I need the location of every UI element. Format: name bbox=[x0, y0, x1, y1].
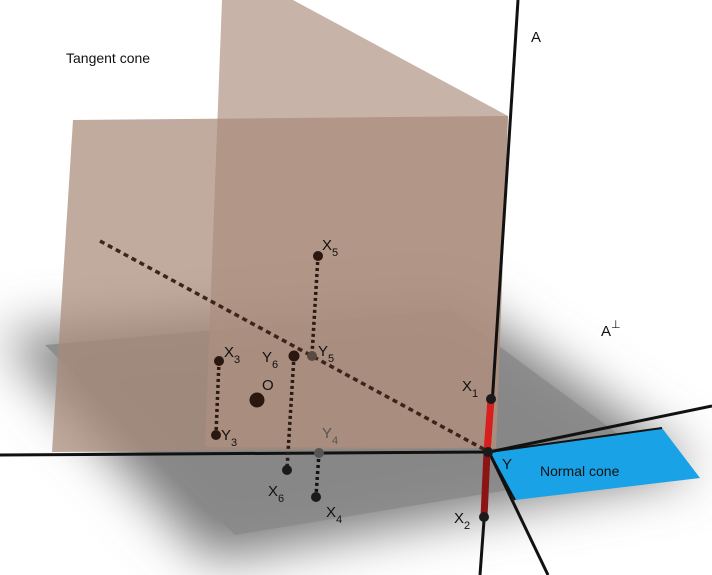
label-x6-base: X bbox=[268, 483, 278, 500]
label-y6-sub: 6 bbox=[272, 359, 278, 371]
label-x5-base: X bbox=[322, 237, 332, 254]
label-x6: X6 bbox=[268, 483, 284, 505]
label-y3: Y3 bbox=[221, 427, 237, 449]
label-x2-sub: 2 bbox=[464, 520, 470, 532]
label-x4-sub: 4 bbox=[336, 514, 342, 526]
complement-sup: ⊥ bbox=[611, 319, 621, 331]
normal-cone-label: Normal cone bbox=[540, 463, 620, 479]
segment-x1-y bbox=[483, 398, 495, 453]
origin-label: O bbox=[262, 377, 274, 394]
label-y4-sub: 4 bbox=[332, 435, 338, 447]
label-y3-sub: 3 bbox=[231, 437, 237, 449]
label-y3-base: Y bbox=[221, 427, 231, 444]
apex-y-label: Y bbox=[502, 456, 512, 473]
label-y5: Y5 bbox=[318, 343, 334, 365]
label-y5-base: Y bbox=[318, 343, 328, 360]
cone-edge-lower bbox=[488, 451, 516, 501]
label-x3: X3 bbox=[224, 344, 240, 366]
label-x2: X2 bbox=[454, 510, 470, 532]
tangent-cone-label: Tangent cone bbox=[66, 50, 150, 66]
line-a-label: A bbox=[531, 29, 541, 46]
point-x6 bbox=[282, 465, 292, 475]
label-x1: X1 bbox=[462, 378, 478, 400]
label-x6-sub: 6 bbox=[278, 493, 284, 505]
segment-y-x2 bbox=[480, 451, 491, 518]
label-x3-sub: 3 bbox=[234, 354, 240, 366]
complement-base: A bbox=[601, 323, 611, 340]
perp-line-lower bbox=[487, 451, 550, 575]
label-x4-base: X bbox=[326, 504, 336, 521]
point-x3 bbox=[214, 356, 224, 366]
label-x4: X4 bbox=[326, 504, 342, 526]
projection-y4-x4 bbox=[314, 452, 321, 497]
horizontal-axis-line bbox=[0, 450, 490, 457]
point-y5 bbox=[307, 351, 317, 361]
line-a bbox=[487, 0, 520, 453]
label-y5-sub: 5 bbox=[328, 353, 334, 365]
normal-cone bbox=[489, 428, 700, 500]
point-origin bbox=[249, 392, 265, 408]
label-x5-sub: 5 bbox=[332, 247, 338, 259]
projection-x5-y5 bbox=[310, 255, 320, 356]
projection-y6-x6 bbox=[285, 355, 296, 470]
point-y4 bbox=[314, 448, 324, 458]
point-x2 bbox=[479, 512, 489, 522]
label-y6: Y6 bbox=[262, 349, 278, 371]
dotted-diagonal-line bbox=[99, 239, 490, 454]
projection-x3-y3 bbox=[214, 360, 221, 435]
point-y3 bbox=[211, 430, 221, 440]
label-y4-base: Y bbox=[322, 425, 332, 442]
point-x4 bbox=[311, 492, 321, 502]
label-x5: X5 bbox=[322, 237, 338, 259]
label-x1-base: X bbox=[462, 378, 472, 395]
tangent-cone-front-plane bbox=[52, 116, 508, 452]
label-y4: Y4 bbox=[322, 425, 338, 447]
point-x1 bbox=[486, 394, 496, 404]
point-apex-y bbox=[483, 447, 493, 457]
point-y6 bbox=[288, 350, 300, 362]
point-x5 bbox=[313, 251, 323, 261]
label-y6-base: Y bbox=[262, 349, 272, 366]
label-x3-base: X bbox=[224, 344, 234, 361]
complement-label: A⊥ bbox=[601, 319, 621, 340]
label-x1-sub: 1 bbox=[472, 388, 478, 400]
perp-line-upper bbox=[488, 404, 712, 454]
cone-edge-upper bbox=[488, 427, 663, 453]
label-x2-base: X bbox=[454, 510, 464, 527]
